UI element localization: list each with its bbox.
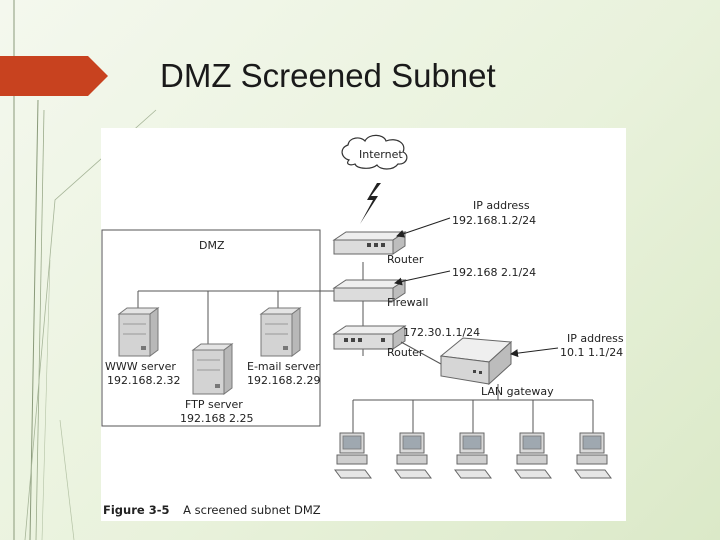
- router-top-ip: 192.168.1.2/24: [452, 214, 536, 227]
- lan-gateway-icon: [439, 337, 513, 386]
- router-top-label: Router: [387, 253, 424, 266]
- figure-caption-text: A screened subnet DMZ: [183, 503, 321, 517]
- router-top-icon: [332, 231, 407, 255]
- title-accent-arrow: [0, 56, 108, 96]
- router-bottom-label: Router: [387, 346, 424, 359]
- lightning-bolt-icon: [360, 183, 381, 224]
- network-diagram: Internet DMZ WWW server 1: [101, 134, 624, 517]
- lan-drops: [352, 400, 594, 433]
- firewall-icon: [332, 279, 407, 302]
- dmz-figure: Internet DMZ WWW server 1: [101, 128, 626, 521]
- router-bottom-icon: [332, 325, 407, 350]
- internet-label: Internet: [359, 148, 403, 161]
- email-server-ip: 192.168.2.29: [247, 374, 320, 387]
- firewall-ip: 192.168 2.1/24: [452, 266, 536, 279]
- www-server-ip: 192.168.2.32: [107, 374, 180, 387]
- www-server-name: WWW server: [105, 360, 176, 373]
- www-server-icon: [117, 307, 160, 357]
- workstations: [334, 432, 612, 479]
- router-bottom-ip: 172.30.1.1/24: [403, 326, 480, 339]
- dmz-zone: [101, 229, 321, 427]
- lan-gateway-label: LAN gateway: [481, 385, 554, 398]
- firewall-label: Firewall: [387, 296, 428, 309]
- router-top-ip-heading: IP address: [473, 199, 530, 212]
- ftp-server-icon: [191, 343, 234, 395]
- figure-caption-number: Figure 3-5: [103, 503, 169, 517]
- dmz-label: DMZ: [199, 239, 225, 252]
- email-server-name: E-mail server: [247, 360, 320, 373]
- gateway-ip-heading: IP address: [567, 332, 624, 345]
- decorative-lines: [13, 0, 157, 540]
- ftp-server-name: FTP server: [185, 398, 243, 411]
- gateway-ip: 10.1 1.1/24: [560, 346, 623, 359]
- slide-title: DMZ Screened Subnet: [160, 57, 496, 94]
- workstation-icon: [514, 432, 552, 479]
- workstation-icon: [574, 432, 612, 479]
- workstation-icon: [334, 432, 372, 479]
- workstation-icon: [394, 432, 432, 479]
- internet-cloud-icon: [341, 134, 408, 170]
- workstation-icon: [454, 432, 492, 479]
- ftp-server-ip: 192.168 2.25: [180, 412, 253, 425]
- figure-caption: Figure 3-5 A screened subnet DMZ: [103, 503, 321, 517]
- email-server-icon: [259, 307, 302, 357]
